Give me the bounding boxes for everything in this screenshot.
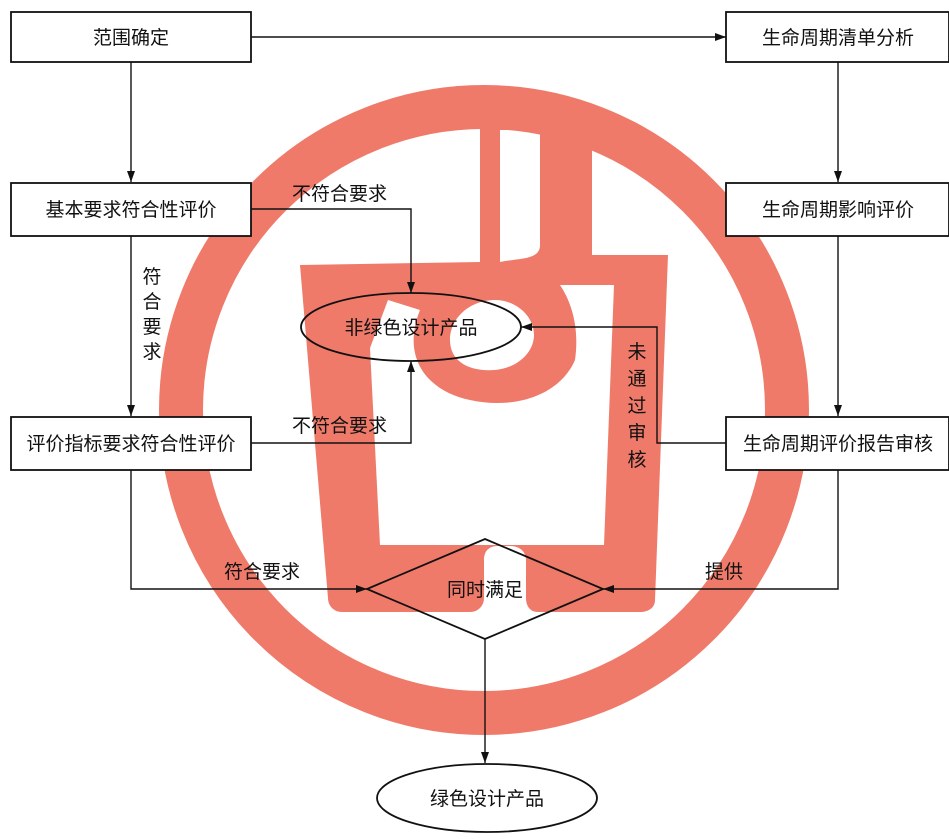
watermark-seal [159, 85, 809, 735]
edge-label-conform: 符合要求 [224, 561, 300, 583]
edge-review-to-both [603, 470, 839, 593]
edge-indicator-to-both [130, 470, 367, 593]
node-both-met-label: 同时满足 [447, 579, 523, 601]
edge-label-not-passed-vertical: 未 通 过 审 核 [627, 341, 646, 471]
node-indicator-req: 评价指标要求符合性评价 [10, 416, 252, 471]
edge-label-conform-v-char: 符 [142, 266, 161, 288]
edge-basic-to-nongreen [251, 208, 415, 293]
node-green: 绿色设计产品 [376, 763, 598, 833]
edge-label-conform-v-char: 求 [142, 341, 161, 363]
node-non-green-label: 非绿色设计产品 [344, 317, 477, 339]
edge-label-conform-v-char: 合 [142, 291, 161, 313]
node-lca-inventory: 生命周期清单分析 [725, 11, 949, 63]
node-scope: 范围确定 [10, 11, 252, 63]
seal-emblem [300, 106, 668, 612]
edge-label-not-passed-char: 过 [627, 395, 646, 417]
edge-label-conform-v-char: 要 [142, 316, 161, 338]
node-non-green: 非绿色设计产品 [300, 292, 522, 362]
edge-label-conform-vertical: 符 合 要 求 [142, 266, 161, 363]
edge-label-not-conform-1: 不符合要求 [292, 183, 387, 205]
node-lca-review-label: 生命周期评价报告审核 [743, 433, 933, 455]
edge-indicator-to-nongreen [251, 361, 415, 444]
node-lca-review: 生命周期评价报告审核 [725, 416, 949, 471]
node-basic-req: 基本要求符合性评价 [10, 182, 252, 237]
node-both-met: 同时满足 [364, 538, 606, 640]
node-green-label: 绿色设计产品 [430, 788, 544, 810]
edge-label-not-conform-2: 不符合要求 [292, 415, 387, 437]
node-indicator-req-label: 评价指标要求符合性评价 [26, 433, 235, 455]
node-lca-impact-label: 生命周期影响评价 [762, 199, 914, 221]
node-lca-inventory-label: 生命周期清单分析 [762, 27, 914, 49]
node-scope-label: 范围确定 [93, 27, 169, 49]
edge-label-not-passed-char: 未 [627, 341, 646, 363]
edge-label-not-passed-char: 通 [627, 368, 646, 390]
node-lca-impact: 生命周期影响评价 [725, 182, 949, 237]
edge-label-not-passed-char: 核 [627, 449, 646, 471]
connectors [127, 33, 842, 763]
edge-review-to-nongreen [521, 323, 726, 444]
edge-label-not-passed-char: 审 [627, 422, 646, 444]
node-basic-req-label: 基本要求符合性评价 [45, 199, 216, 221]
edge-label-provide: 提供 [705, 561, 743, 583]
seal-ring [159, 85, 809, 735]
